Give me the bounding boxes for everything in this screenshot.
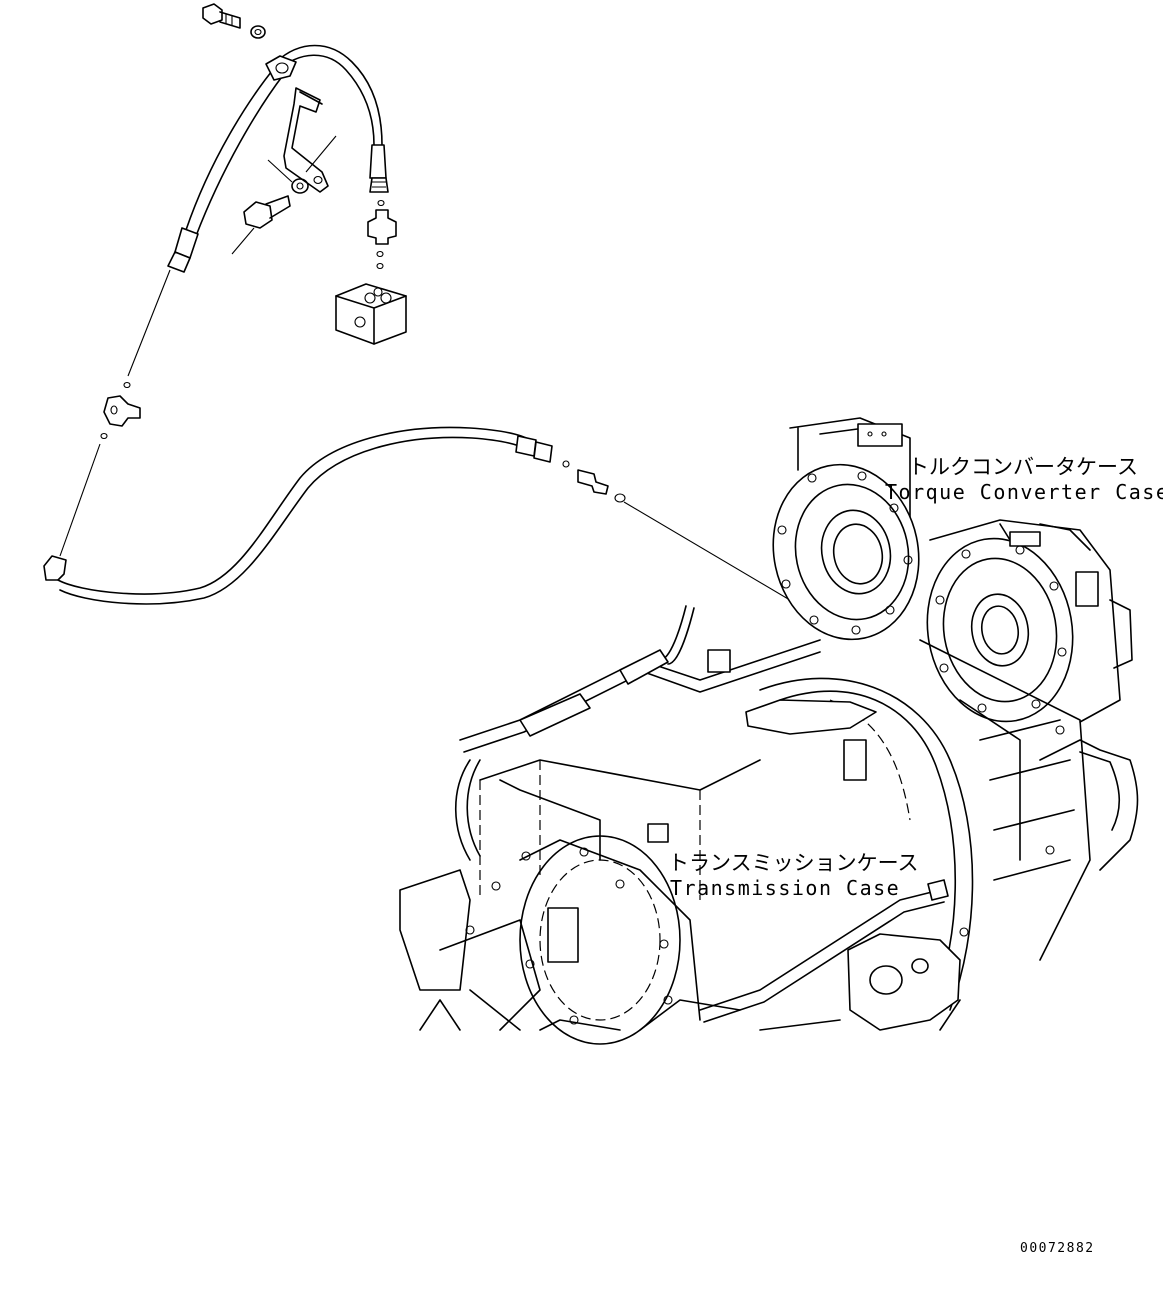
- top-bolt: [202, 3, 241, 29]
- o-ring-1: [562, 460, 570, 468]
- transmission-case-label-en: Transmission Case: [670, 876, 900, 900]
- leader-line-connection: [623, 501, 801, 607]
- label-torque-converter-case: トルクコンバータケース Torque Converter Case: [885, 455, 1163, 504]
- torque-converter-case-label-en: Torque Converter Case: [885, 480, 1163, 504]
- connector-nipple: [577, 469, 609, 495]
- transmission-case: [399, 605, 1139, 1045]
- hose-clamp: [265, 55, 297, 81]
- tee-fitting: [103, 395, 141, 427]
- o-ring-2: [614, 493, 626, 503]
- torque-converter-case: [772, 417, 1133, 723]
- long-hose: [43, 426, 553, 605]
- drawing-number: 00072882: [1020, 1241, 1095, 1256]
- upper-hose-assembly: [167, 3, 389, 273]
- hose-thin-lower: [59, 443, 101, 557]
- valve-block: [335, 283, 407, 345]
- transmission-case-label-jp: トランスミッションケース: [668, 851, 919, 875]
- mounting-bolt: [231, 195, 291, 255]
- label-transmission-case: トランスミッションケース Transmission Case: [668, 851, 919, 900]
- adapter-fitting: [367, 199, 397, 270]
- hose-left-down: [185, 65, 277, 231]
- mounting-bracket: [283, 87, 337, 193]
- top-washer: [250, 25, 266, 39]
- washer-small: [291, 178, 309, 194]
- hose-thin-upper: [127, 269, 171, 377]
- hose-upper-arch: [275, 44, 383, 146]
- torque-converter-case-label-jp: トルクコンバータケース: [908, 455, 1138, 479]
